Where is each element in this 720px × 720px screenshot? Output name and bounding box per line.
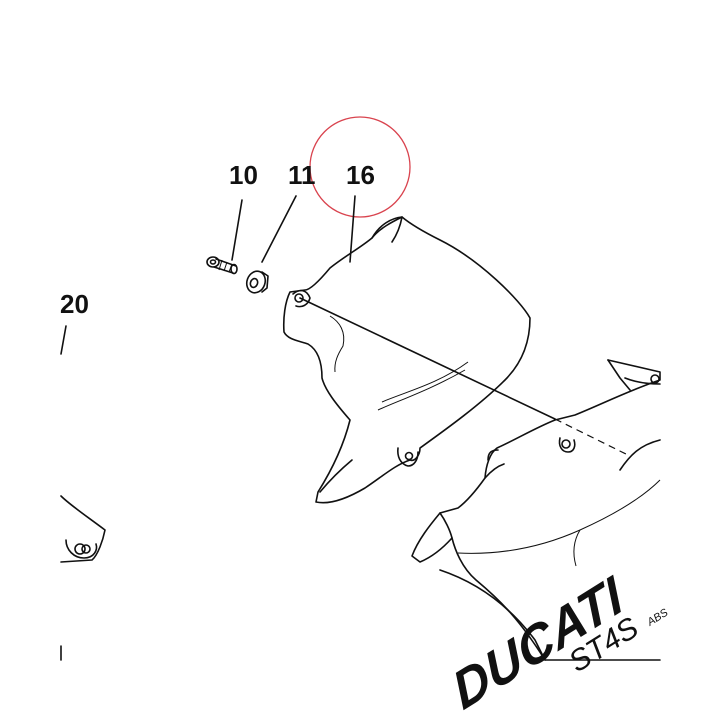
leader-line-20: [60, 325, 67, 355]
callout-16[interactable]: 16: [346, 160, 375, 190]
logo-model-suffix: ABS: [644, 606, 670, 629]
leader-line-11: [261, 195, 297, 263]
deflector-panel-part-16: [282, 216, 531, 504]
fastener-axis-hidden-line: [554, 418, 631, 457]
leader-line-16: [349, 195, 356, 263]
fairing-fragment-part-20: [60, 495, 106, 661]
callout-20[interactable]: 20: [60, 289, 89, 319]
leader-line-10: [231, 199, 243, 261]
fastener-axis-line: [299, 297, 556, 420]
highlight-circle: [309, 116, 411, 218]
screw-part-10: [206, 256, 238, 275]
callout-10[interactable]: 10: [229, 160, 258, 190]
side-fairing-panel: [411, 359, 661, 661]
callout-11[interactable]: 11: [288, 160, 316, 190]
washer-part-11: [245, 270, 269, 294]
